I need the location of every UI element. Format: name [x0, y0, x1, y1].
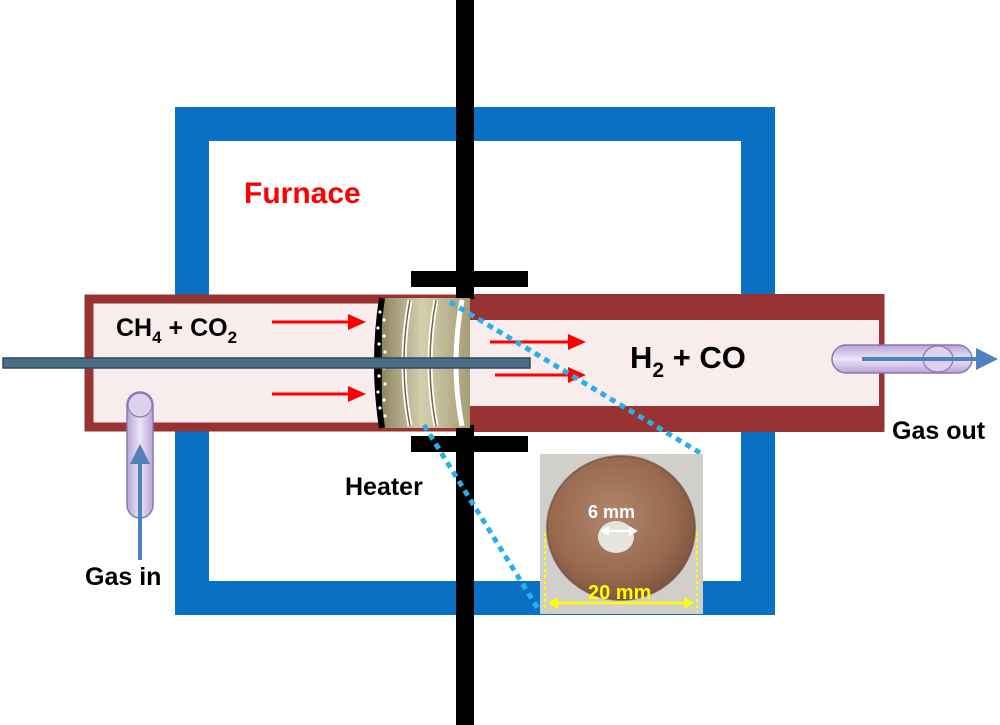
tube-wall-bottom-right — [470, 406, 884, 432]
reactants-plus: + CO — [162, 314, 228, 342]
reactants-ch: CH — [116, 314, 152, 342]
gas-outlet — [831, 344, 998, 374]
rod-segment-bottom — [456, 425, 474, 439]
rod-segment-top — [456, 285, 474, 299]
reactant-arrows — [272, 314, 366, 402]
tube-wall-top-right — [470, 294, 884, 320]
product-arrows — [490, 334, 586, 383]
zoom-lines — [421, 299, 704, 614]
products-h: H — [630, 340, 652, 375]
inner-dimension-arrow — [600, 526, 638, 536]
gas-in-label: Gas in — [85, 563, 161, 591]
products-sub: 2 — [652, 359, 664, 382]
probe-rod — [2, 357, 531, 369]
reactants-sub2: 2 — [228, 328, 237, 347]
sample-photo — [540, 454, 703, 614]
tube-inner-right — [470, 320, 879, 406]
outer-dimension-arrow — [544, 533, 698, 612]
reactants-sub1: 4 — [152, 328, 162, 347]
gas-inlet — [126, 391, 154, 560]
reactants-label: CH4 + CO2 — [116, 314, 237, 347]
products-rest: + CO — [664, 340, 746, 375]
heater-bar-bottom — [411, 436, 528, 452]
heater-label: Heater — [345, 473, 423, 501]
products-label: H2 + CO — [630, 340, 746, 382]
furnace-label: Furnace — [244, 177, 361, 210]
inner-dimension-label: 6 mm — [588, 502, 635, 522]
heater-bar-top — [411, 271, 528, 287]
outer-dimension-label: 20 mm — [588, 582, 651, 604]
gas-out-label: Gas out — [892, 417, 986, 445]
